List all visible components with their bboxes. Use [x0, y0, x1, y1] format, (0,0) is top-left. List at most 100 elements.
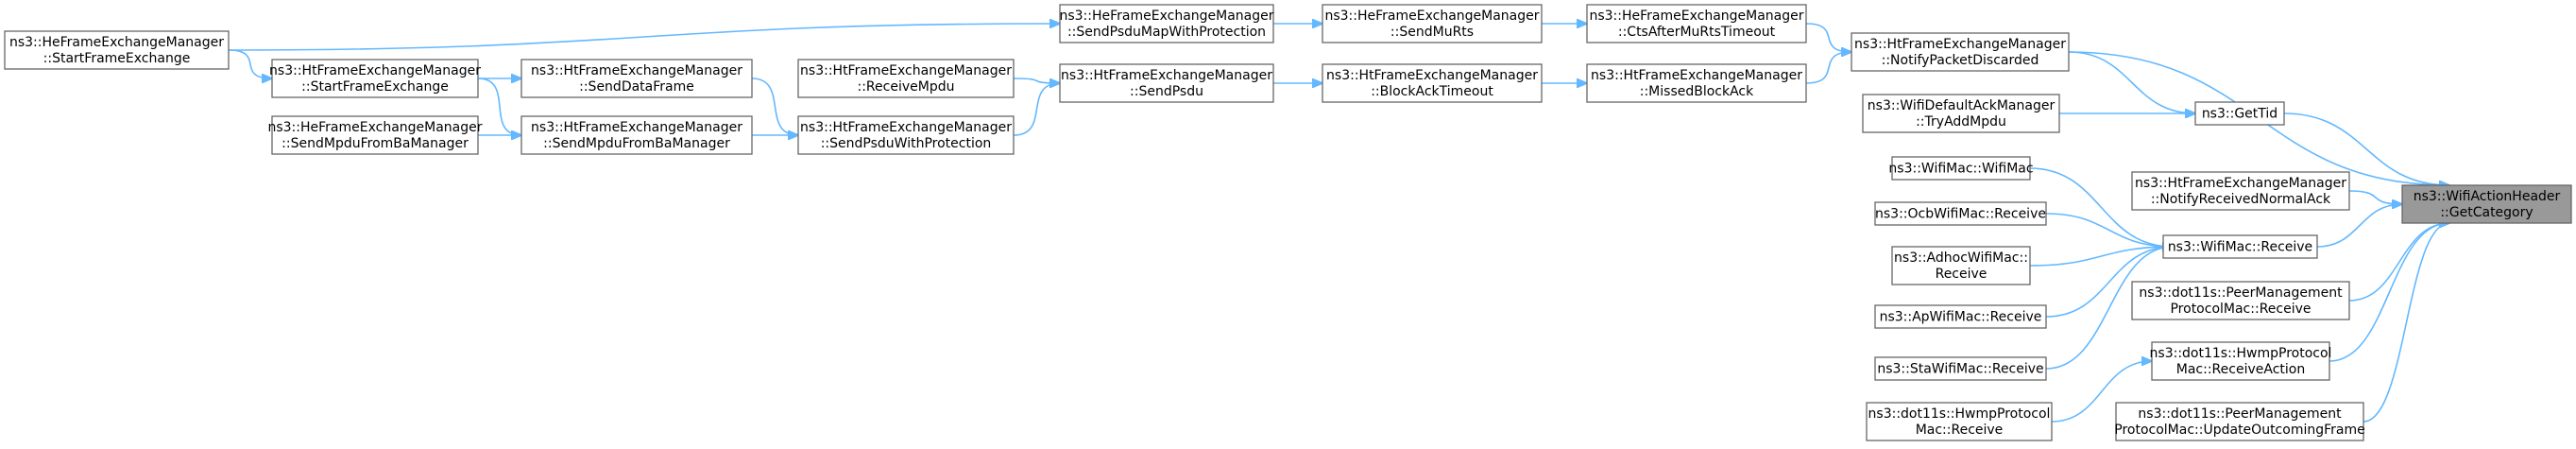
node-ht-missedblockack[interactable]: ns3::HtFrameExchangeManager::MissedBlock… [1586, 63, 1807, 103]
node-label: ::GetCategory [2440, 205, 2533, 220]
edge-gettid-to-getcategory [2283, 112, 2449, 185]
node-peer-update[interactable]: ns3::dot11s::PeerManagementProtocolMac::… [2114, 402, 2365, 441]
edge-peer_update-to-getcategory [2363, 223, 2449, 423]
node-label: ::SendDataFrame [579, 79, 694, 95]
edge-ht_receivempdu-to-ht_sendpsdu [1013, 78, 1060, 83]
node-ht-sendmpdu-ba[interactable]: ns3::HtFrameExchangeManager::SendMpduFro… [520, 115, 753, 155]
node-box [1866, 402, 2053, 441]
node-label: ns3::HtFrameExchangeManager [531, 63, 742, 78]
node-label: ns3::WifiMac::Receive [2168, 240, 2312, 255]
node-label: ns3::HtFrameExchangeManager [531, 120, 742, 135]
node-label: Receive [1936, 267, 1987, 282]
node-ap-receive[interactable]: ns3::ApWifiMac::Receive [1874, 304, 2047, 329]
node-gettid[interactable]: ns3::GetTid [2194, 101, 2285, 126]
node-label: ns3::WifiActionHeader [2414, 189, 2561, 204]
node-label: ns3::HeFrameExchangeManager [267, 120, 482, 135]
node-ht-notifydiscarded[interactable]: ns3::HtFrameExchangeManager::NotifyPacke… [1851, 32, 2070, 72]
node-label: ns3::dot11s::HwmpProtocol [1868, 406, 2051, 422]
node-box [2115, 402, 2364, 441]
node-box [2131, 281, 2350, 320]
node-adhoc-receive[interactable]: ns3::AdhocWifiMac::Receive [1891, 246, 2031, 285]
node-label: ns3::WifiMac::WifiMac [1888, 162, 2033, 177]
node-label: ::ReceiveMpdu [858, 79, 955, 95]
node-label: ::SendPsduMapWithProtection [1067, 25, 1266, 40]
node-he-sendpsdumap[interactable]: ns3::HeFrameExchangeManager::SendPsduMap… [1059, 4, 1274, 43]
node-label: ns3::HtFrameExchangeManager [1854, 37, 2066, 52]
node-label: ns3::AdhocWifiMac:: [1894, 250, 2028, 266]
node-label: ns3::HtFrameExchangeManager [1061, 68, 1272, 83]
node-label: ns3::dot11s::PeerManagement [2138, 406, 2342, 422]
node-box [797, 115, 1015, 155]
node-box [271, 59, 479, 98]
node-box [2401, 184, 2572, 224]
node-label: ProtocolMac::UpdateOutcomingFrame [2114, 423, 2364, 438]
node-he-start[interactable]: ns3::HeFrameExchangeManager::StartFrameE… [4, 30, 230, 70]
node-label: ns3::dot11s::PeerManagement [2139, 285, 2343, 301]
edge-ht_sendpsdu_prot-to-ht_sendpsdu [1013, 83, 1060, 136]
node-label: ::StartFrameExchange [301, 79, 449, 95]
node-hwmp-receiveaction[interactable]: ns3::dot11s::HwmpProtocolMac::ReceiveAct… [2150, 341, 2332, 381]
edge-he_ctsafter-to-ht_notifydiscarded [1805, 23, 1851, 52]
node-he-sendmurts[interactable]: ns3::HeFrameExchangeManager::SendMuRts [1322, 4, 1543, 43]
node-label: ns3::HtFrameExchangeManager [800, 63, 1012, 78]
node-label: ns3::HtFrameExchangeManager [2135, 176, 2346, 191]
node-ht-senddata[interactable]: ns3::HtFrameExchangeManager::SendDataFra… [520, 59, 753, 98]
node-label: ns3::HeFrameExchangeManager [1324, 9, 1539, 24]
node-label: ns3::HtFrameExchangeManager [1591, 68, 1802, 83]
node-label: ns3::HtFrameExchangeManager [269, 63, 481, 78]
node-label: ns3::GetTid [2202, 107, 2277, 122]
node-box [1874, 356, 2047, 381]
node-box [1059, 4, 1274, 43]
edge-ht_notifynormalack-to-getcategory [2348, 190, 2402, 204]
edge-sta_receive-to-wifimac_receive [2045, 247, 2173, 370]
node-label: ns3::StaWifiMac::Receive [1877, 362, 2043, 377]
edge-adhoc_receive-to-wifimac_receive [2029, 247, 2173, 267]
node-ht-sendpsdu[interactable]: ns3::HtFrameExchangeManager::SendPsdu [1059, 63, 1274, 103]
node-label: ns3::OcbWifiMac::Receive [1875, 207, 2046, 222]
node-ocb-receive[interactable]: ns3::OcbWifiMac::Receive [1874, 201, 2047, 226]
edge-hwmp_receive-to-hwmp_receiveaction [2051, 361, 2152, 423]
node-label: ::SendMpduFromBaManager [543, 136, 730, 151]
node-he-ctsafter[interactable]: ns3::HeFrameExchangeManager::CtsAfterMuR… [1586, 4, 1807, 43]
edge-wifimac_wifimac-to-wifimac_receive [2029, 167, 2173, 247]
node-label: ns3::HeFrameExchangeManager [1059, 9, 1273, 24]
node-box [1891, 246, 2031, 285]
node-ht-notifynormalack[interactable]: ns3::HtFrameExchangeManager::NotifyRecei… [2131, 171, 2350, 211]
node-box [1874, 304, 2047, 329]
node-ht-blockacktimeout[interactable]: ns3::HtFrameExchangeManager::BlockAckTim… [1322, 63, 1543, 103]
node-label: ns3::HtFrameExchangeManager [1326, 68, 1538, 83]
node-box [1059, 63, 1274, 103]
node-label: ::SendMpduFromBaManager [281, 136, 469, 151]
node-label: ::SendPsdu [1130, 84, 1203, 99]
node-label: ::BlockAckTimeout [1371, 84, 1493, 99]
node-label: ::StartFrameExchange [43, 51, 191, 66]
node-label: ns3::HeFrameExchangeManager [1589, 9, 1803, 24]
node-label: ::SendMuRts [1390, 25, 1474, 40]
node-wifi-trympdu[interactable]: ns3::WifiDefaultAckManager::TryAddMpdu [1862, 94, 2060, 133]
node-wifimac-wifimac[interactable]: ns3::WifiMac::WifiMac [1888, 156, 2034, 181]
node-ht-receivempdu[interactable]: ns3::HtFrameExchangeManager::ReceiveMpdu [797, 59, 1015, 98]
node-peer-receive[interactable]: ns3::dot11s::PeerManagementProtocolMac::… [2131, 281, 2350, 320]
node-he-sendmpdu-ba[interactable]: ns3::HeFrameExchangeManager::SendMpduFro… [267, 115, 483, 155]
node-label: ::NotifyReceivedNormalAck [2151, 192, 2331, 207]
node-box [1586, 4, 1807, 43]
node-ht-start[interactable]: ns3::HtFrameExchangeManager::StartFrameE… [269, 59, 481, 98]
node-label: ProtocolMac::Receive [2170, 302, 2311, 317]
edge-ht_missedblockack-to-ht_notifydiscarded [1805, 52, 1851, 84]
node-wifimac-receive[interactable]: ns3::WifiMac::Receive [2162, 234, 2318, 259]
node-ht-sendpsdu-prot[interactable]: ns3::HtFrameExchangeManager::SendPsduWit… [797, 115, 1015, 155]
node-getcategory[interactable]: ns3::WifiActionHeader::GetCategory [2401, 184, 2572, 224]
edge-ht_notifydiscarded-to-gettid [2068, 51, 2195, 113]
node-box [2194, 101, 2285, 126]
node-sta-receive[interactable]: ns3::StaWifiMac::Receive [1874, 356, 2047, 381]
edge-wifimac_receive-to-getcategory [2316, 204, 2402, 248]
node-box [1891, 156, 2031, 181]
node-label: ::NotifyPacketDiscarded [1882, 53, 2039, 68]
node-box [2162, 234, 2318, 259]
edge-ap_receive-to-wifimac_receive [2045, 247, 2173, 318]
node-label: ::TryAddMpdu [1916, 114, 2006, 130]
node-box [2151, 341, 2330, 381]
node-label: Mac::Receive [1916, 423, 2004, 438]
